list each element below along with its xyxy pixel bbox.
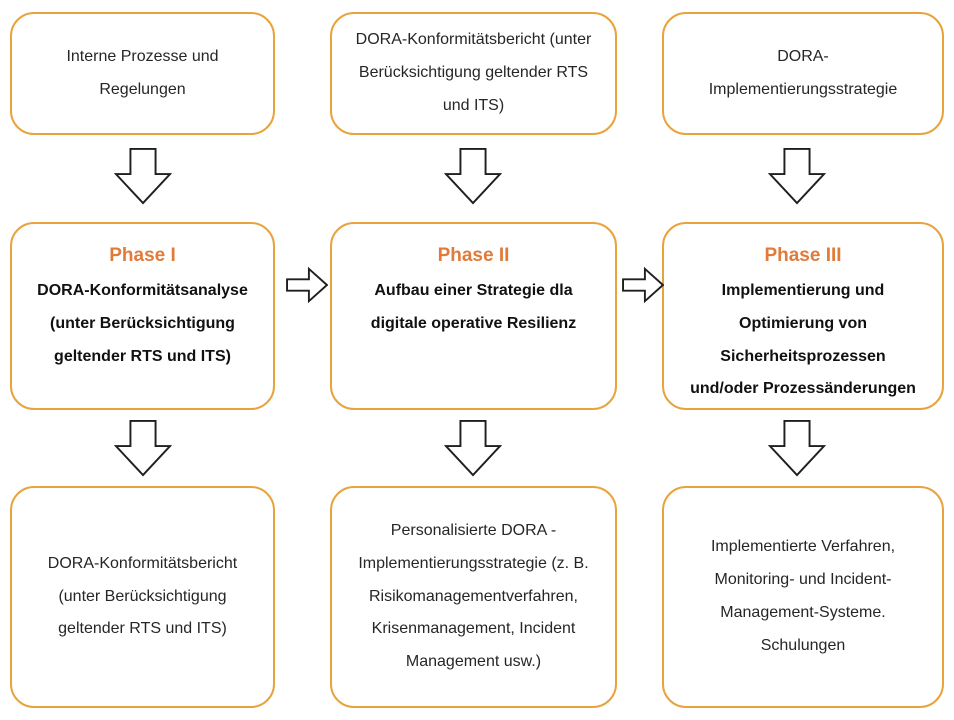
output-box-implementierte-verfahren: Implementierte Verfahren, Monitoring- un…	[662, 486, 944, 708]
right-arrow-icon	[286, 266, 328, 304]
input-box-interne-prozesse: Interne Prozesse und Regelungen	[10, 12, 275, 135]
output-box-text: Personalisierte DORA - Implementierungss…	[358, 522, 589, 671]
down-arrow-icon	[114, 419, 172, 477]
down-arrow-icon	[768, 147, 826, 205]
phase-3-title: Phase III	[764, 245, 842, 266]
phase-1-title: Phase I	[109, 245, 176, 266]
input-box-konformitaetsbericht: DORA-Konformitätsbericht (unter Berücksi…	[330, 12, 617, 135]
output-box-personalisierte-strategie: Personalisierte DORA - Implementierungss…	[330, 486, 617, 708]
down-arrow-icon	[768, 419, 826, 477]
down-arrow-icon	[444, 419, 502, 477]
output-box-text: DORA-Konformitätsbericht (unter Berücksi…	[47, 554, 238, 638]
phase-2-text: Aufbau einer Strategie dla digitale oper…	[370, 282, 577, 332]
phase-1-box: Phase I DORA-Konformitätsanalyse (unter …	[10, 222, 275, 410]
down-arrow-icon	[444, 147, 502, 205]
phase-3-box: Phase III Implementierung und Optimierun…	[662, 222, 944, 410]
input-box-text: DORA- Implementierungsstrategie	[708, 47, 898, 98]
down-arrow-icon	[114, 147, 172, 205]
right-arrow-icon	[622, 266, 664, 304]
phase-2-title: Phase II	[437, 245, 510, 266]
output-box-konformitaetsbericht: DORA-Konformitätsbericht (unter Berücksi…	[10, 486, 275, 708]
phase-2-box: Phase II Aufbau einer Strategie dla digi…	[330, 222, 617, 410]
input-box-implementierungsstrategie: DORA- Implementierungsstrategie	[662, 12, 944, 135]
output-box-text: Implementierte Verfahren, Monitoring- un…	[710, 538, 896, 654]
phase-3-text: Implementierung und Optimierung von Sich…	[690, 282, 916, 398]
input-box-text: DORA-Konformitätsbericht (unter Berücksi…	[355, 31, 592, 114]
phase-1-text: DORA-Konformitätsanalyse (unter Berücksi…	[37, 282, 248, 365]
input-box-text: Interne Prozesse und Regelungen	[66, 47, 219, 98]
